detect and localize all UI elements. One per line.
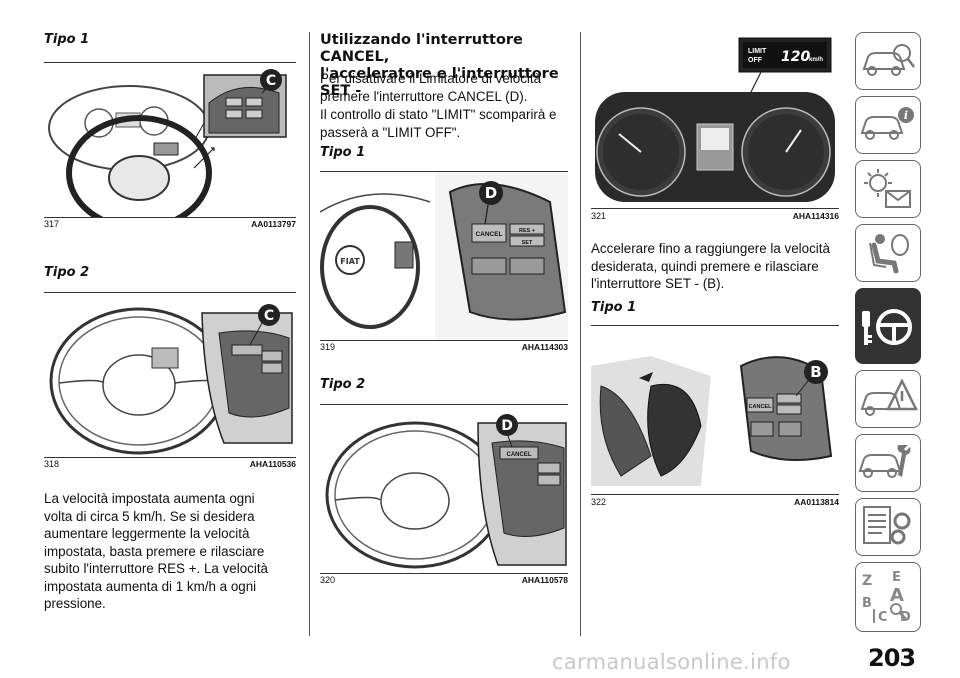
caption-321: 321 AHA114316 (591, 211, 839, 221)
paragraph-line: La velocità impostata aumenta ogni (44, 491, 255, 506)
svg-text:i: i (904, 109, 908, 122)
paragraph-line: subito l'interruttore RES +. La velocità (44, 561, 268, 576)
paragraph-line: desiderata, quindi premere e rilasciare (591, 258, 819, 274)
figure-number-321: 321 (591, 211, 607, 221)
section-title-line: Utilizzando l'interruttore CANCEL, (320, 32, 523, 65)
paragraph-line: passerà a "LIMIT OFF". (320, 124, 461, 140)
paragraph-line: Accelerare fino a raggiungere la velocit… (591, 241, 830, 256)
index-letter: Z (862, 573, 872, 589)
car-wrench-icon (858, 445, 911, 478)
sidebar-tab-safety[interactable] (855, 224, 921, 282)
sidebar-tab-technical-data[interactable] (855, 498, 921, 556)
car-magnifier-icon (862, 44, 915, 76)
sidebar-tab-maintenance[interactable] (855, 434, 921, 492)
display-speed: 120 (781, 49, 810, 65)
cancel-button-label-322: CANCEL (749, 404, 773, 410)
sidebar-tab-vehicle-knowledge[interactable] (855, 32, 921, 90)
sidebar-tab-starting-driving[interactable] (855, 288, 921, 364)
caption-318: 318 AHA110536 (44, 459, 296, 469)
heading-tipo1-col3: Tipo 1 (591, 300, 637, 315)
paragraph-status: Il controllo di stato "LIMIT" scomparirà… (320, 106, 580, 141)
sidebar-tab-knowing-instrument-panel[interactable]: i (855, 96, 921, 154)
alphabetical-index-icon: Z E B A C D (862, 570, 911, 625)
paragraph-line: aumentare leggermente la velocità (44, 526, 250, 541)
figure-number-322: 322 (591, 497, 607, 507)
sidebar-tab-index[interactable]: Z E B A C D (855, 562, 921, 632)
paragraph-line: volta di circa 5 km/h. Se si desidera (44, 508, 255, 524)
steering-wheel-type2-illustration: C (44, 293, 296, 457)
display-unit: km/h (809, 57, 823, 63)
paragraph-speed-increase: La velocità impostata aumenta ogni volta… (44, 490, 304, 613)
set-button-label: SET (522, 240, 533, 246)
paragraph-line: pressione. (44, 596, 106, 611)
index-letter: A (890, 585, 904, 606)
figure-321: LIMIT OFF 120 km/h (591, 32, 839, 209)
figure-number-319: 319 (320, 342, 336, 352)
figure-code-318: AHA110536 (249, 459, 296, 469)
instrument-cluster-illustration: LIMIT OFF 120 km/h (591, 32, 839, 208)
watermark: carmanualsonline.info (552, 650, 791, 674)
caption-317: 317 AA0113797 (44, 219, 296, 229)
heading-tipo2-col1: Tipo 2 (44, 265, 90, 280)
heading-tipo2-col2: Tipo 2 (320, 377, 366, 392)
paragraph-line: premere l'interruttore CANCEL (D). (320, 88, 528, 104)
figure-code-322: AA0113814 (794, 497, 839, 507)
off-label: OFF (748, 57, 763, 64)
figure-code-317: AA0113797 (251, 219, 296, 229)
svg-text:FIAT: FIAT (340, 257, 360, 266)
paragraph-line: Il controllo di stato "LIMIT" scomparirà… (320, 107, 557, 122)
section-title-line: l'acceleratore e l'interruttore SET - (320, 66, 559, 99)
callout-c-317: C (266, 73, 276, 89)
caption-319: 319 AHA114303 (320, 342, 568, 352)
figure-number-320: 320 (320, 575, 336, 585)
callout-d-319: D (485, 184, 497, 202)
breakdown-triangle-icon (860, 378, 918, 416)
figure-322: CANCEL B (591, 325, 839, 495)
car-info-icon: i (860, 107, 914, 140)
paragraph-line: impostata, basta premere e rilasciare (44, 543, 265, 559)
heading-tipo1-col1: Tipo 1 (44, 32, 90, 47)
seat-airbag-icon (869, 234, 909, 274)
key-steering-wheel-icon (862, 309, 912, 345)
section-title: Utilizzando l'interruttore CANCEL, l'acc… (320, 32, 580, 100)
figure-code-320: AHA110578 (521, 575, 568, 585)
index-letter: B (862, 596, 872, 611)
callout-b-322: B (810, 363, 821, 381)
callout-c-318: C (264, 308, 274, 324)
cancel-button-label: CANCEL (475, 231, 502, 238)
paragraph-accelerate: Accelerare fino a raggiungere la velocit… (591, 240, 853, 293)
steering-wheel-type2-cancel-illustration: CANCEL D (320, 405, 568, 573)
figure-317: C (44, 62, 296, 218)
paragraph-line: l'interruttore SET - (B). (591, 276, 725, 291)
figure-code-319: AHA114303 (521, 342, 568, 352)
res-button-label: RES + (519, 228, 535, 234)
sidebar-tab-emergency[interactable] (855, 370, 921, 428)
figure-319: FIAT CANCEL RES + SET D (320, 171, 568, 341)
steering-wheel-set-illustration: CANCEL B (591, 326, 839, 494)
caption-320: 320 AHA110578 (320, 575, 568, 585)
page-number: 203 (868, 644, 916, 672)
figure-code-321: AHA114316 (792, 211, 839, 221)
index-letter: C (878, 610, 888, 625)
paragraph-line: Per disattivare il Limitatore di velocit… (320, 71, 542, 86)
steering-wheel-illustration: C (44, 63, 296, 217)
callout-d-320: D (501, 418, 513, 434)
column-divider (309, 32, 310, 636)
figure-number-318: 318 (44, 459, 60, 469)
figure-320: CANCEL D (320, 404, 568, 574)
steering-wheel-cancel-illustration: FIAT CANCEL RES + SET D (320, 172, 568, 340)
limit-label: LIMIT (748, 48, 767, 55)
data-list-gear-icon (863, 506, 911, 545)
figure-number-317: 317 (44, 219, 60, 229)
paragraph-line: impostata aumenta di 1 km/h a ogni (44, 578, 257, 594)
caption-322: 322 AA0113814 (591, 497, 839, 507)
figure-318: C (44, 292, 296, 458)
warning-light-message-icon (864, 169, 911, 208)
paragraph-deactivate: Per disattivare il Limitatore di velocit… (320, 70, 580, 105)
index-letter: E (892, 570, 901, 585)
sidebar-tab-warning-lights[interactable] (855, 160, 921, 218)
cancel-button-label-320: CANCEL (507, 452, 532, 458)
heading-tipo1-col2: Tipo 1 (320, 145, 366, 160)
column-divider (580, 32, 581, 636)
